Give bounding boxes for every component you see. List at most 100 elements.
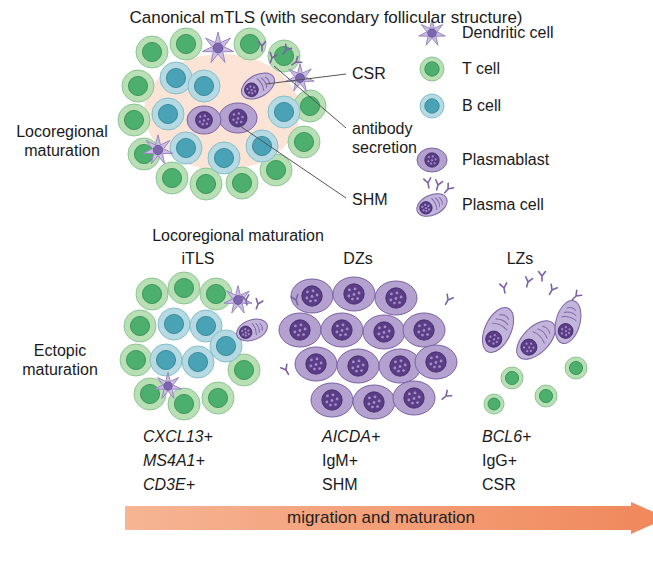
plasmablast-nucleus [374, 322, 394, 342]
label: LZs [507, 249, 534, 268]
chromatin-dot [335, 331, 338, 334]
chromatin-dot [389, 299, 392, 302]
plasmablast [353, 385, 395, 419]
t-cell [136, 278, 168, 310]
chromatin-dot [362, 364, 365, 367]
t-cell-nucleus [130, 316, 149, 335]
plasmablast [403, 313, 445, 347]
label: Locoregional maturation [152, 226, 324, 245]
t-cell-nucleus [196, 174, 215, 193]
chromatin-dot [561, 332, 564, 335]
t-cell [565, 357, 587, 379]
chromatin-dot [247, 333, 250, 336]
label: CXCL13+ [143, 427, 213, 446]
chromatin-dot [199, 121, 201, 123]
b-cell-nucleus [274, 102, 293, 121]
plasma-cell-nucleus [483, 328, 504, 349]
chromatin-dot [417, 331, 420, 334]
chromatin-dot [354, 287, 357, 290]
antibody [433, 180, 442, 191]
chromatin-dot [388, 330, 391, 333]
chromatin-dot [404, 364, 407, 367]
chromatin-dot [332, 393, 335, 396]
chromatin-dot [568, 328, 571, 331]
t-cell-nucleus [234, 360, 253, 379]
chromatin-dot [315, 363, 318, 366]
chromatin-dot [431, 159, 433, 161]
plasmablast-nucleus [344, 284, 364, 304]
chromatin-dot [426, 333, 429, 336]
endoplasmic-reticulum [564, 311, 577, 316]
plasma-cell-body [476, 303, 520, 357]
chromatin-dot [241, 330, 244, 333]
chromatin-dot [413, 397, 416, 400]
t-cell-nucleus [294, 132, 313, 151]
antibody [259, 42, 266, 52]
t-cell-nucleus [206, 284, 225, 303]
plasmablast [333, 277, 375, 311]
b-cell [268, 96, 300, 128]
t-cell [170, 28, 202, 60]
plasmablast-nucleus [426, 352, 446, 372]
plasmablast-body [415, 345, 457, 379]
chromatin-dot [344, 333, 347, 336]
t-cell [288, 126, 320, 158]
t-cell-nucleus [505, 371, 518, 384]
chromatin-dot [351, 298, 354, 301]
chromatin-dot [411, 402, 414, 405]
chromatin-dot [311, 295, 314, 298]
chromatin-dot [293, 331, 296, 334]
plasmablast-nucleus [332, 320, 352, 340]
plasmablast [279, 313, 321, 347]
antibody [523, 277, 532, 288]
chromatin-dot [318, 367, 321, 370]
dendritic-nucleus [213, 43, 223, 53]
plasmablast-nucleus [404, 388, 424, 408]
chromatin-dot [297, 334, 300, 337]
chromatin-dot [435, 158, 437, 160]
chromatin-dot [393, 367, 396, 370]
t-cell [168, 272, 200, 304]
b-cell-nucleus [216, 336, 235, 355]
plasmablast-body [219, 103, 257, 133]
t-cell-nucleus [488, 398, 500, 410]
chromatin-dot [497, 337, 500, 340]
chromatin-dot [400, 359, 403, 362]
chromatin-dot [316, 357, 319, 360]
chromatin-dot [347, 295, 350, 298]
chromatin-dot [399, 365, 402, 368]
plasmablast-body [333, 277, 375, 311]
chromatin-dot [203, 119, 205, 121]
b-cell [152, 98, 184, 130]
chromatin-dot [235, 121, 238, 124]
label: SHM [352, 190, 388, 209]
legend-label: Plasma cell [462, 195, 544, 214]
t-cell-nucleus [162, 168, 181, 187]
t-cell-nucleus [176, 34, 195, 53]
plasma-cell-nucleus [238, 324, 254, 340]
chromatin-dot [199, 115, 201, 117]
chromatin-dot [356, 297, 359, 300]
chromatin-dot [421, 334, 424, 337]
chromatin-dot [325, 401, 328, 404]
antibody [440, 390, 452, 401]
plasma-cell [476, 303, 520, 357]
plasmablast [393, 381, 435, 415]
plasma-cell-nucleus [242, 80, 261, 99]
chromatin-dot [358, 359, 361, 362]
t-cell-nucleus [240, 34, 259, 53]
plasmablast [291, 279, 333, 313]
b-cell-nucleus [194, 76, 213, 95]
t-cell [124, 310, 156, 342]
b-cell [170, 132, 202, 164]
t-cell [202, 382, 234, 414]
plasmablast-nucleus [390, 356, 410, 376]
plasmablast [363, 315, 405, 349]
leader-line [240, 126, 346, 198]
chromatin-dot [312, 289, 315, 292]
plasmablast-body [311, 383, 353, 417]
chromatin-dot [424, 323, 427, 326]
chromatin-dot [416, 401, 419, 404]
b-cell-nucleus [188, 352, 207, 371]
chromatin-dot [316, 294, 319, 297]
